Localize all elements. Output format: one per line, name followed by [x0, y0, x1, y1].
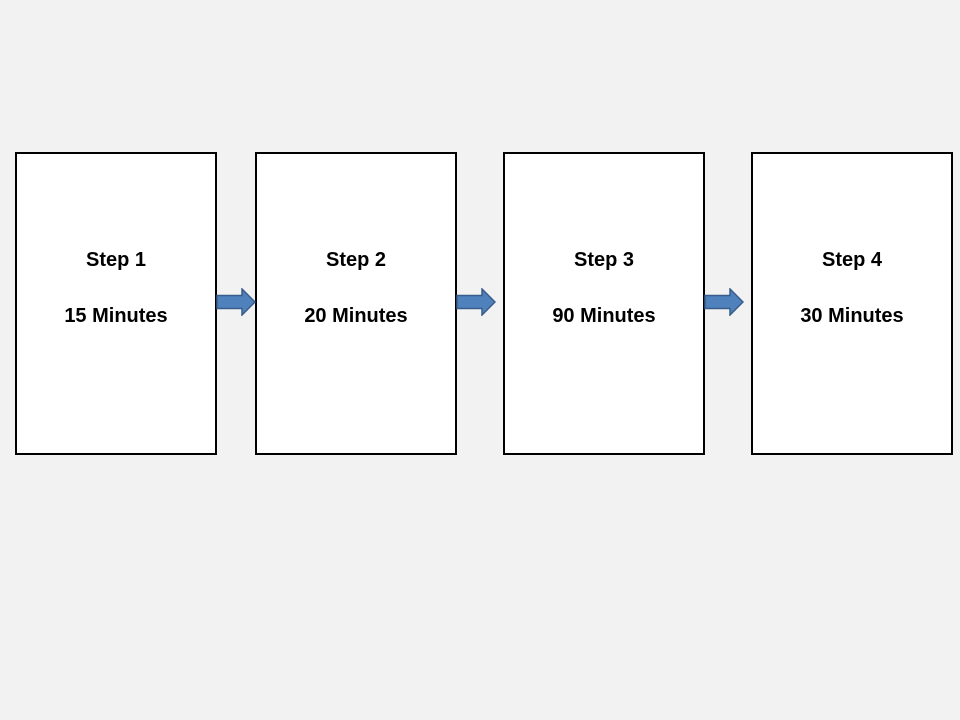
step-duration: 20 Minutes [304, 305, 408, 327]
step-title: Step 3 [573, 249, 635, 271]
step-duration: 15 Minutes [64, 305, 168, 327]
right-arrow-icon [216, 288, 256, 316]
step-title: Step 1 [85, 249, 147, 271]
step-title: Step 2 [325, 249, 387, 271]
step-box-4: Step 4 30 Minutes [751, 152, 953, 455]
step-box-1: Step 1 15 Minutes [15, 152, 217, 455]
right-arrow-icon [456, 288, 496, 316]
step-box-3: Step 3 90 Minutes [503, 152, 705, 455]
step-title: Step 4 [821, 249, 883, 271]
step-duration: 30 Minutes [800, 305, 904, 327]
right-arrow-icon [704, 288, 744, 316]
step-box-2: Step 2 20 Minutes [255, 152, 457, 455]
step-duration: 90 Minutes [552, 305, 656, 327]
